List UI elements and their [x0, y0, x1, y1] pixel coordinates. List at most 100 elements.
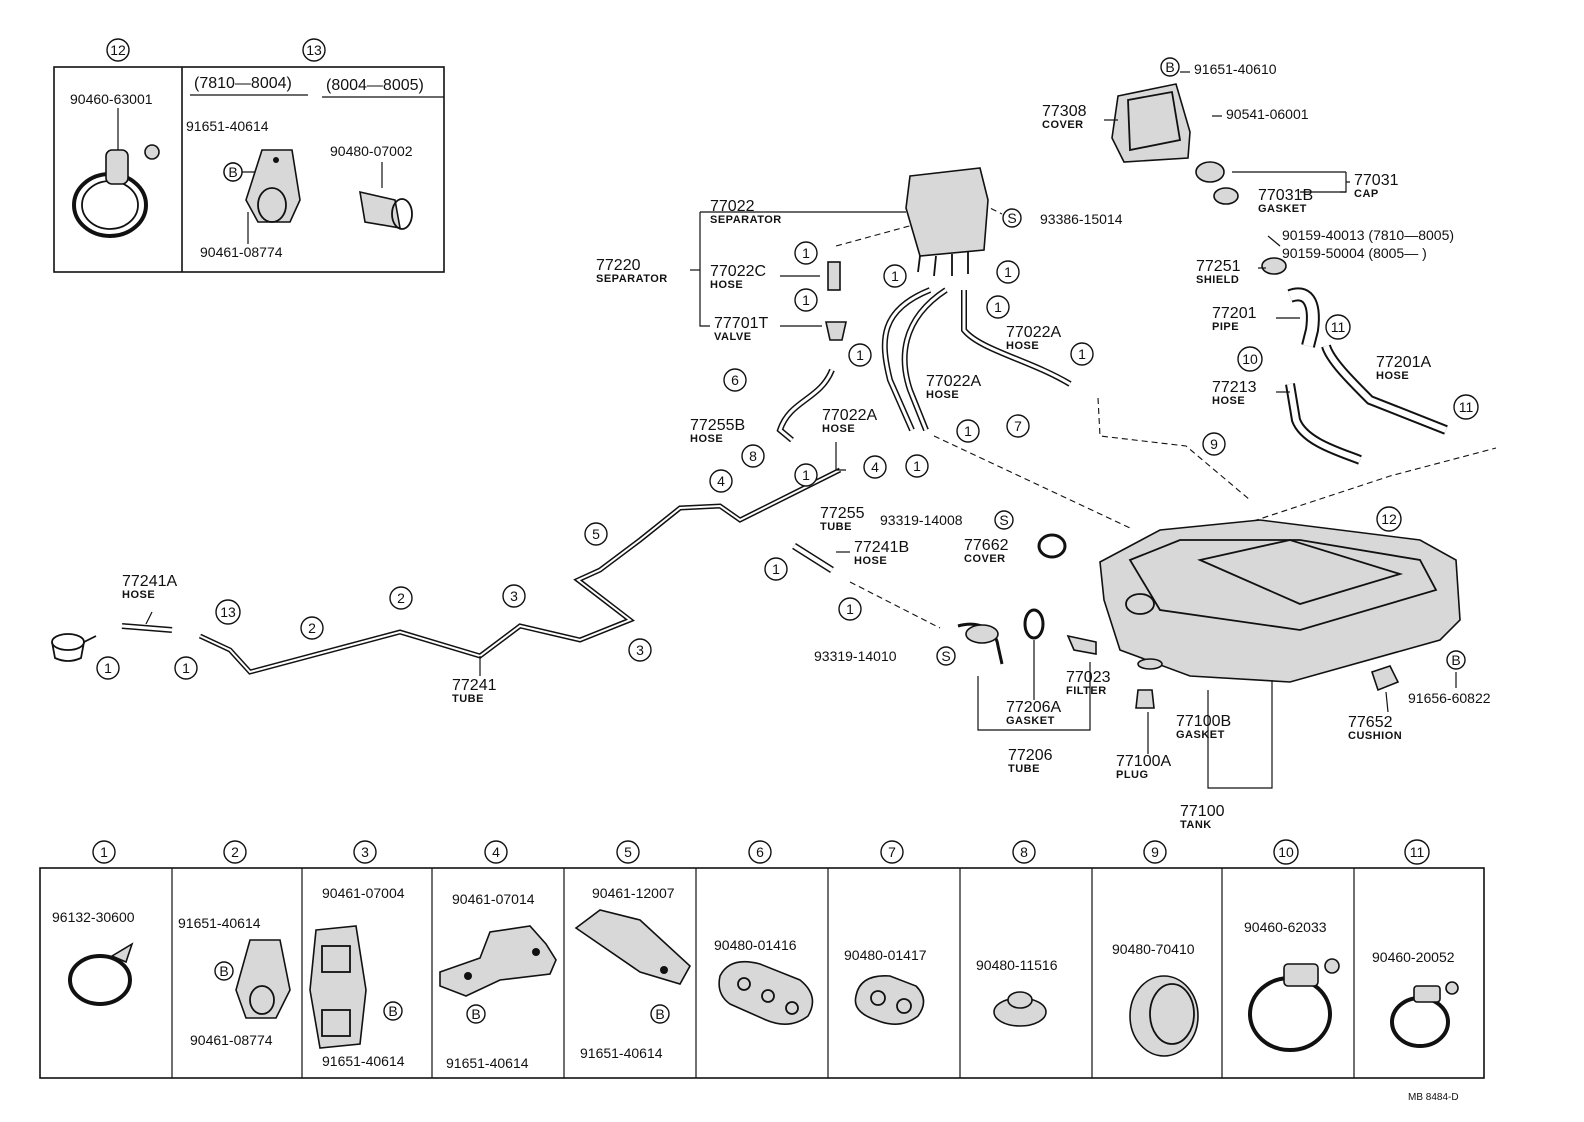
marker-letter: B	[388, 1003, 397, 1019]
rubber-ring-icon	[1129, 975, 1199, 1057]
callout-number: 2	[397, 590, 405, 606]
callout-circle	[1453, 394, 1479, 420]
callout-circle	[794, 463, 818, 487]
callout-circle	[1376, 506, 1402, 532]
part-name: TUBE	[1008, 763, 1040, 775]
legend-callout-circle	[1012, 840, 1036, 864]
legend-part-number: 90480-70410	[1112, 941, 1195, 957]
callout-c4b: 4	[863, 455, 887, 479]
part-number-layer: 93386-1501491651-4061090541-0600190159-4…	[814, 61, 1491, 706]
marker-mB1: B	[1160, 57, 1180, 77]
part-number: 77255	[820, 505, 865, 522]
callout-c1c: 1	[794, 463, 818, 487]
part-number: 77241	[452, 677, 497, 694]
marker-mS1: S	[1002, 208, 1022, 228]
legend-callout-circle	[223, 840, 247, 864]
legend-part-number: 90461-08774	[190, 1032, 273, 1048]
callout-number: 1	[891, 268, 899, 284]
legend-callout-circle	[880, 840, 904, 864]
part-number: 77022C	[710, 263, 766, 280]
marker-letter: B	[1451, 652, 1460, 668]
legend-callout-number: 9	[1151, 844, 1159, 860]
marker-circle	[214, 961, 234, 981]
part-name: COVER	[964, 553, 1006, 565]
callout-number: 4	[871, 459, 879, 475]
part-number: 77022	[710, 198, 755, 215]
part-name: HOSE	[1212, 395, 1245, 407]
callout-number: 1	[913, 458, 921, 474]
callout-circle	[986, 295, 1010, 319]
marker-circle	[994, 510, 1014, 530]
part-name: TUBE	[820, 521, 852, 533]
part-name: SEPARATOR	[596, 273, 668, 285]
grommet-icon	[359, 190, 413, 230]
callout-c3a: 3	[502, 584, 526, 608]
legend-callout-circle	[748, 840, 772, 864]
part-number: 77022A	[926, 373, 981, 390]
part-number-p8: 91656-60822	[1408, 690, 1491, 706]
callout-circle	[1070, 342, 1094, 366]
double-clip-icon	[309, 925, 367, 1049]
part-number: 77255B	[690, 417, 745, 434]
callout-number: 1	[1078, 346, 1086, 362]
callout-c4a: 4	[709, 469, 733, 493]
callout-c9: 9	[1202, 432, 1226, 456]
legend-callout-number: 11	[1410, 844, 1425, 860]
bracket-icon	[245, 149, 301, 223]
part-name: HOSE	[690, 433, 723, 445]
callout-c7: 7	[1006, 414, 1030, 438]
part-number-p1: 93386-15014	[1040, 211, 1123, 227]
callout-number: 1	[104, 660, 112, 676]
legend-part-number: 91651-40614	[446, 1055, 529, 1071]
marker-mB2: B	[1446, 650, 1466, 670]
callout-c11a: 11	[1325, 314, 1351, 340]
legend-callout-number: 7	[888, 844, 896, 860]
callout-number: 1	[802, 467, 810, 483]
small-worm-clamp-icon	[1390, 981, 1459, 1048]
gasket-icon	[1023, 608, 1045, 640]
marker-circle	[383, 1001, 403, 1021]
callout-circle	[863, 455, 887, 479]
part-number: 77662	[964, 537, 1009, 554]
legend-callout-number: 2	[231, 844, 239, 860]
callout-circle	[996, 260, 1020, 284]
marker-letter: B	[1165, 59, 1174, 75]
plug-icon	[1135, 689, 1155, 709]
callout-number: 1	[772, 561, 780, 577]
part-name: TANK	[1180, 819, 1212, 831]
legend-callout-circle	[353, 840, 377, 864]
part-number: 77100A	[1116, 753, 1171, 770]
worm-clamp-icon	[1248, 958, 1340, 1052]
part-number: 77022A	[822, 407, 877, 424]
callout-number: 1	[994, 299, 1002, 315]
shield-icon	[1261, 257, 1287, 275]
callout-circle	[584, 522, 608, 546]
part-name: HOSE	[822, 423, 855, 435]
legend-callout-circle	[1273, 839, 1299, 865]
legend-callout-circle	[1143, 840, 1167, 864]
part-number: 77206A	[1006, 699, 1061, 716]
legend-callout-circle	[1404, 839, 1430, 865]
part-number: 77652	[1348, 714, 1393, 731]
callout-number: 11	[1459, 399, 1474, 415]
callout-circle	[794, 241, 818, 265]
footer-code: MB 8484-D	[1408, 1092, 1459, 1103]
marker-mB3: B	[223, 162, 243, 182]
